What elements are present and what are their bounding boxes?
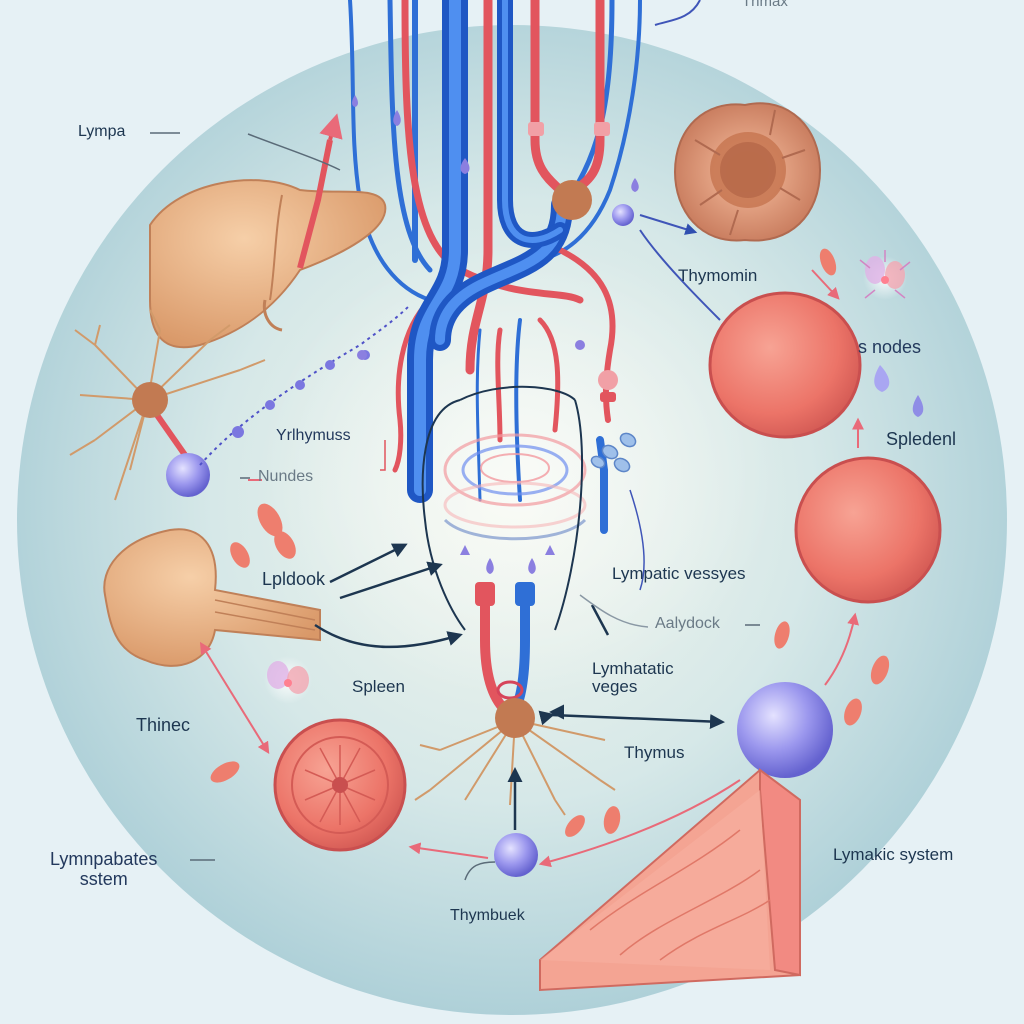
lymphocyte-bottom <box>494 833 538 877</box>
dendritic-cell-left <box>69 309 266 501</box>
central-swirl <box>443 433 587 541</box>
blood-vessels <box>348 0 642 715</box>
blue-arrows <box>639 0 721 321</box>
label-lympa: Lympa <box>78 123 126 140</box>
red-blood-cells <box>210 248 890 837</box>
dendritic-cell-bottom-body <box>495 698 535 738</box>
lymph-node-bottom-left <box>273 718 407 852</box>
dendritic-cell-bottom <box>414 719 616 816</box>
center-arc-right <box>554 399 584 631</box>
center-arc-left <box>421 399 466 631</box>
lymphocyte-top <box>612 204 634 226</box>
label-lymnpabates-system: Lymnpabates sstem <box>50 849 158 889</box>
label-thmax: Thmax <box>742 0 788 10</box>
label-nodes: s nodes <box>858 337 922 357</box>
top-valves <box>528 122 618 402</box>
label-nundes: Nundes <box>258 468 314 485</box>
label-lpldook: Lpldook <box>262 569 326 589</box>
dendritic-cell-body <box>132 382 168 418</box>
liver <box>149 113 387 349</box>
pancreas <box>103 528 321 667</box>
center-arc-top <box>459 385 576 401</box>
leader-lines <box>150 132 760 881</box>
label-thymomin: Thymomin <box>678 266 758 285</box>
label-aalydock: Aalydock <box>655 615 720 632</box>
label-lymhatatic-veges: Lymhatatic veges <box>592 659 674 696</box>
navy-arrows <box>314 543 725 830</box>
label-thymbuek: Thymbuek <box>450 907 525 924</box>
lymph-node-right-lower <box>794 456 942 604</box>
node-cluster-top <box>552 180 592 220</box>
sparkle-cell-left <box>264 656 312 704</box>
label-lymakic-system: Lymakic system <box>833 845 954 864</box>
lymph-node-right-upper <box>708 291 862 439</box>
thymus-cross-section <box>673 102 822 242</box>
pink-arrows <box>199 269 864 868</box>
lymphocyte-right <box>737 682 833 778</box>
label-spledenl: Spledenl <box>886 429 957 449</box>
label-yrlhymuss: Yrlhymuss <box>276 427 351 444</box>
blue-tube-cap <box>515 582 535 606</box>
tube-ring <box>496 680 524 700</box>
red-tube-cap <box>475 582 495 606</box>
label-lympatic-vessyes: Lympatic vessyes <box>612 564 746 583</box>
tissue-wedge <box>539 768 801 992</box>
lymph-droplets <box>352 95 924 574</box>
label-thymus: Thymus <box>624 743 685 762</box>
lymphocyte-left <box>166 453 210 497</box>
label-spleen: Spleen <box>352 677 405 696</box>
sparkle-cell-right <box>859 250 911 300</box>
lymph-vessel-left <box>199 304 411 466</box>
blue-droplet-cluster <box>590 432 637 473</box>
label-thinec: Thinec <box>136 715 191 735</box>
